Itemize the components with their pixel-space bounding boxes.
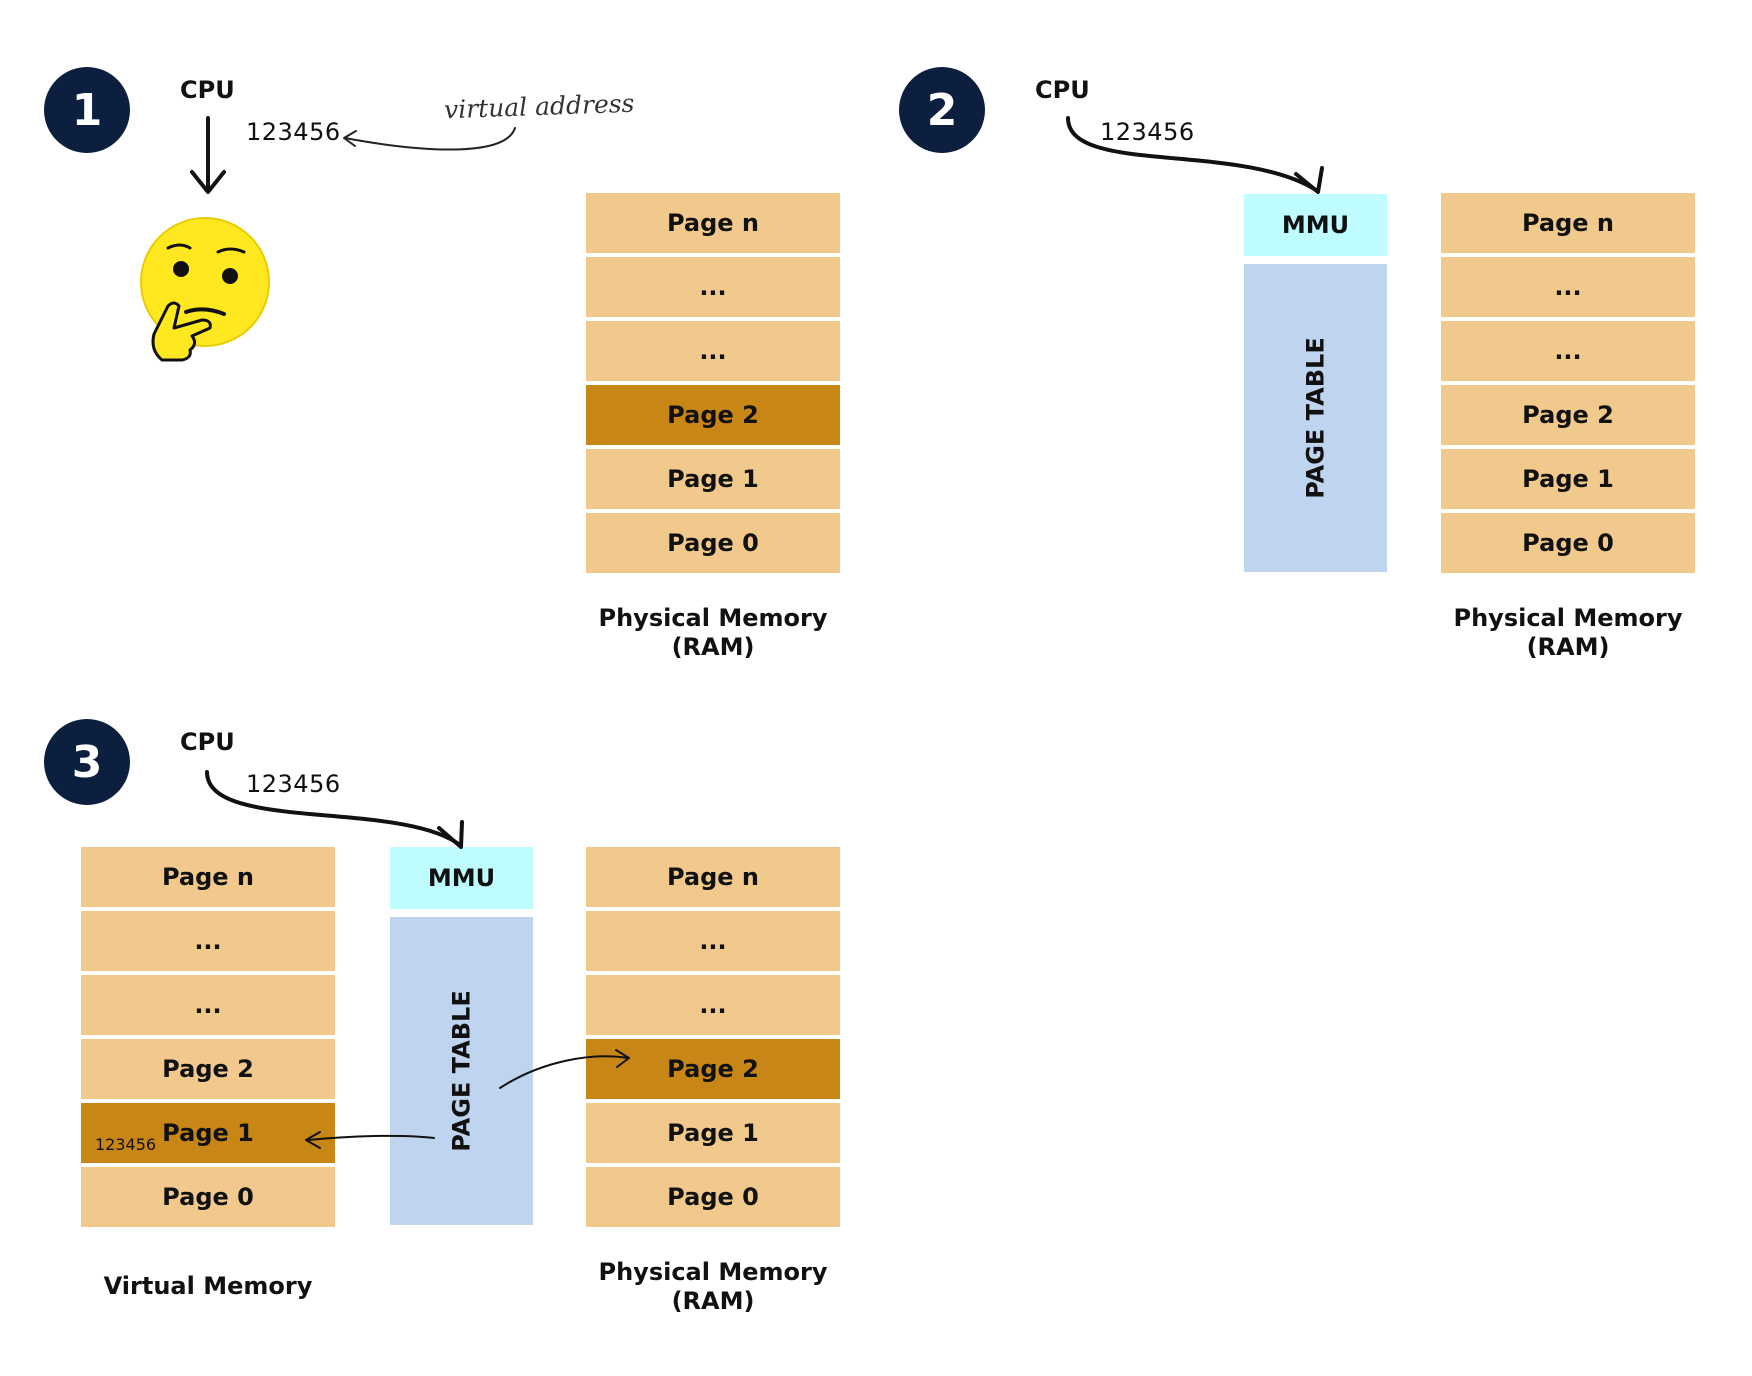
physical-page-cell: ... bbox=[586, 257, 840, 317]
physical-page-cell: Page n bbox=[586, 847, 840, 907]
physical-memory-stack-2: Page n ... ... Page 2 Page 1 Page 0 bbox=[1441, 193, 1695, 577]
page-label: Page 0 bbox=[667, 529, 759, 557]
page-label: ... bbox=[699, 991, 727, 1019]
page-label: Page n bbox=[1521, 209, 1615, 237]
virtual-page-cell-highlighted: 123456 Page 1 bbox=[81, 1103, 335, 1163]
page-label: ... bbox=[699, 337, 727, 365]
physical-memory-caption-2: Physical Memory (RAM) bbox=[1441, 604, 1695, 662]
physical-page-cell-highlighted: Page 2 bbox=[586, 385, 840, 445]
caption-line: Physical Memory bbox=[598, 1258, 828, 1286]
page-label: ... bbox=[699, 927, 727, 955]
virtual-address-1: 123456 bbox=[246, 118, 341, 146]
page-label: Page 1 bbox=[667, 1119, 759, 1147]
page-label: Page 0 bbox=[667, 1183, 759, 1211]
physical-memory-caption-3: Physical Memory (RAM) bbox=[586, 1258, 840, 1316]
page-label: ... bbox=[1554, 273, 1582, 301]
page-label: ... bbox=[194, 991, 222, 1019]
physical-page-cell: Page 1 bbox=[586, 449, 840, 509]
physical-memory-stack-1: Page n ... ... Page 2 Page 1 Page 0 bbox=[586, 193, 840, 577]
page-table-2: PAGE TABLE bbox=[1244, 264, 1387, 572]
physical-memory-caption-1: Physical Memory (RAM) bbox=[586, 604, 840, 662]
page-label: Page 2 bbox=[667, 1055, 759, 1083]
virtual-page-cell: Page 0 bbox=[81, 1167, 335, 1227]
mmu-box-2: MMU bbox=[1244, 194, 1387, 256]
physical-page-cell: Page 1 bbox=[586, 1103, 840, 1163]
annotation-arrow bbox=[343, 127, 516, 151]
caption-line: Physical Memory bbox=[1453, 604, 1683, 632]
page-label: ... bbox=[1554, 337, 1582, 365]
caption-line: (RAM) bbox=[671, 1287, 755, 1315]
page-label: Page 1 bbox=[667, 465, 759, 493]
step-badge-2: 2 bbox=[899, 67, 985, 153]
physical-page-cell-highlighted: Page 2 bbox=[586, 1039, 840, 1099]
page-table-3: PAGE TABLE bbox=[390, 917, 533, 1225]
physical-page-cell: ... bbox=[586, 321, 840, 381]
page-label: Page n bbox=[666, 209, 760, 237]
page-label: Page 1 bbox=[1522, 465, 1614, 493]
page-label: Page 0 bbox=[162, 1183, 254, 1211]
virtual-page-cell: Page n bbox=[81, 847, 335, 907]
virtual-page-cell: ... bbox=[81, 975, 335, 1035]
physical-memory-stack-3: Page n ... ... Page 2 Page 1 Page 0 bbox=[586, 847, 840, 1231]
virtual-page-cell: Page 2 bbox=[81, 1039, 335, 1099]
mmu-box-3: MMU bbox=[390, 847, 533, 909]
physical-page-cell: ... bbox=[586, 911, 840, 971]
caption-line: (RAM) bbox=[671, 633, 755, 661]
page-label: Page 2 bbox=[162, 1055, 254, 1083]
physical-page-cell: ... bbox=[1441, 321, 1695, 381]
physical-page-cell: Page n bbox=[1441, 193, 1695, 253]
cpu-label-1: CPU bbox=[180, 76, 235, 104]
physical-page-cell: Page n bbox=[586, 193, 840, 253]
physical-page-cell: ... bbox=[586, 975, 840, 1035]
page-label: Page 2 bbox=[667, 401, 759, 429]
virtual-memory-stack: Page n ... ... Page 2 123456 Page 1 Page… bbox=[81, 847, 335, 1231]
page-table-label: PAGE TABLE bbox=[1301, 337, 1330, 499]
page-label: Page n bbox=[161, 863, 255, 891]
step-badge-1: 1 bbox=[44, 67, 130, 153]
page-label: ... bbox=[194, 927, 222, 955]
virtual-address-2: 123456 bbox=[1100, 118, 1195, 146]
cpu-label-2: CPU bbox=[1035, 76, 1090, 104]
step-badge-3: 3 bbox=[44, 719, 130, 805]
cpu-down-arrow-1 bbox=[190, 116, 226, 194]
physical-page-cell: Page 0 bbox=[586, 1167, 840, 1227]
thinking-face-icon bbox=[140, 217, 270, 362]
physical-page-cell: Page 0 bbox=[586, 513, 840, 573]
physical-page-cell: Page 1 bbox=[1441, 449, 1695, 509]
cpu-label-3: CPU bbox=[180, 728, 235, 756]
page-label: Page 0 bbox=[1522, 529, 1614, 557]
virtual-memory-caption: Virtual Memory bbox=[103, 1272, 313, 1300]
virtual-address-annotation: virtual address bbox=[443, 88, 635, 125]
page-label: Page n bbox=[666, 863, 760, 891]
physical-page-cell: Page 2 bbox=[1441, 385, 1695, 445]
virtual-address-3: 123456 bbox=[246, 770, 341, 798]
page-label: Page 2 bbox=[1522, 401, 1614, 429]
caption-line: Physical Memory bbox=[598, 604, 828, 632]
page-table-label: PAGE TABLE bbox=[447, 990, 476, 1152]
virtual-page-cell: ... bbox=[81, 911, 335, 971]
page-address-label: 123456 bbox=[95, 1135, 157, 1154]
page-label: Page 1 bbox=[162, 1119, 254, 1147]
caption-line: (RAM) bbox=[1526, 633, 1610, 661]
physical-page-cell: ... bbox=[1441, 257, 1695, 317]
page-label: ... bbox=[699, 273, 727, 301]
physical-page-cell: Page 0 bbox=[1441, 513, 1695, 573]
